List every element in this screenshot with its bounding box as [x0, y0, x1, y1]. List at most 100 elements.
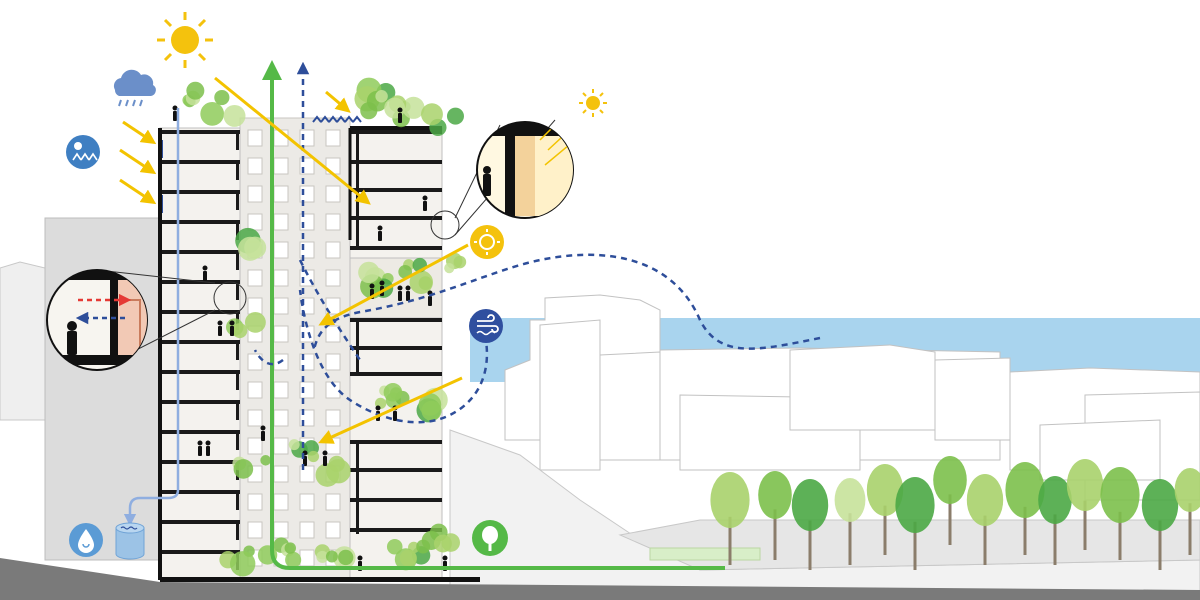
- window: [299, 493, 315, 511]
- window: [247, 381, 263, 399]
- person-head: [375, 405, 381, 411]
- window: [325, 325, 341, 343]
- solar-heat-icon: [66, 135, 100, 169]
- floor-slab: [350, 528, 442, 532]
- window: [273, 325, 289, 343]
- left-wing-slabs: [158, 130, 240, 570]
- rain-cloud-icon: [113, 69, 156, 107]
- plant: [386, 538, 403, 555]
- person-body: [398, 113, 402, 123]
- balcony-edge: [236, 164, 239, 180]
- window: [325, 409, 341, 427]
- balcony-edge: [236, 434, 239, 450]
- person-head: [377, 225, 383, 231]
- window: [247, 157, 263, 175]
- person-body: [261, 431, 265, 441]
- tree-trunk: [948, 494, 952, 545]
- person-head: [172, 105, 178, 111]
- person-body: [203, 271, 207, 281]
- window: [247, 213, 263, 231]
- plant: [200, 101, 225, 126]
- window: [247, 353, 263, 371]
- plant: [260, 455, 271, 466]
- person-head: [322, 450, 328, 456]
- tree-canopy: [710, 472, 750, 528]
- tree-trunk: [1158, 520, 1162, 570]
- tree-trunk: [1083, 500, 1087, 550]
- floor-slab: [160, 550, 240, 554]
- person-body: [398, 291, 402, 301]
- floor-slab: [160, 520, 240, 524]
- person-body: [323, 456, 327, 466]
- window: [247, 185, 263, 203]
- window: [299, 381, 315, 399]
- window: [247, 437, 263, 455]
- green-flow-arrow: [262, 60, 725, 570]
- floor-slab: [160, 280, 240, 284]
- wall: [356, 444, 359, 534]
- person-body: [428, 296, 432, 306]
- floor-slab: [160, 250, 240, 254]
- floor-slab: [160, 130, 240, 134]
- background-buildings-right: [504, 294, 1200, 501]
- person-body: [218, 326, 222, 336]
- person-body: [393, 411, 397, 421]
- tree-canopy: [866, 464, 904, 516]
- tree-trunk: [883, 505, 887, 555]
- plant: [316, 550, 329, 563]
- floor-slab: [160, 340, 240, 344]
- person-body: [198, 446, 202, 456]
- plant: [409, 270, 434, 295]
- sun-icon: [579, 89, 607, 117]
- person-head: [217, 320, 223, 326]
- water-recycle-icon: [69, 523, 103, 557]
- tree-trunk: [913, 521, 917, 570]
- window: [325, 129, 341, 147]
- person-head: [379, 280, 385, 286]
- window: [325, 269, 341, 287]
- person-head: [229, 320, 235, 326]
- floor-slab: [350, 130, 442, 134]
- balcony-edge: [236, 524, 239, 540]
- tree-canopy: [758, 471, 792, 519]
- balcony-edge: [236, 134, 239, 150]
- window: [247, 297, 263, 315]
- window: [273, 437, 289, 455]
- floor-slab: [160, 460, 240, 464]
- window: [247, 269, 263, 287]
- tree-canopy: [933, 456, 967, 504]
- tree-trunk: [1023, 506, 1027, 555]
- background-buildings-left: [0, 217, 161, 561]
- tree-canopy: [895, 477, 935, 533]
- floor-slab: [350, 346, 442, 350]
- floor-slab: [350, 498, 442, 502]
- wind-water-icon: [469, 309, 503, 343]
- person-body: [406, 291, 410, 301]
- person-head: [205, 440, 211, 446]
- sun-rays: [119, 76, 469, 444]
- floor-slab: [160, 160, 240, 164]
- person-head: [405, 285, 411, 291]
- window: [247, 409, 263, 427]
- plant: [444, 263, 455, 274]
- tree-trunk: [983, 515, 987, 565]
- tree-trunk: [1118, 511, 1122, 560]
- sun-icon: [157, 12, 213, 68]
- window: [273, 493, 289, 511]
- detail-callout-daylight: [430, 119, 574, 240]
- street-trees: [710, 456, 1200, 570]
- person-body: [173, 111, 177, 121]
- tree-canopy: [834, 478, 866, 522]
- floor-slab: [350, 188, 442, 192]
- plant: [315, 463, 340, 487]
- floor-slab: [350, 318, 442, 322]
- person-body: [230, 326, 234, 336]
- floor-slab: [160, 190, 240, 194]
- window: [325, 185, 341, 203]
- floor-slab: [350, 246, 442, 250]
- floor-slab: [350, 160, 442, 164]
- person-head: [369, 283, 375, 289]
- person-head: [397, 285, 403, 291]
- plant: [230, 551, 256, 577]
- window: [299, 549, 315, 567]
